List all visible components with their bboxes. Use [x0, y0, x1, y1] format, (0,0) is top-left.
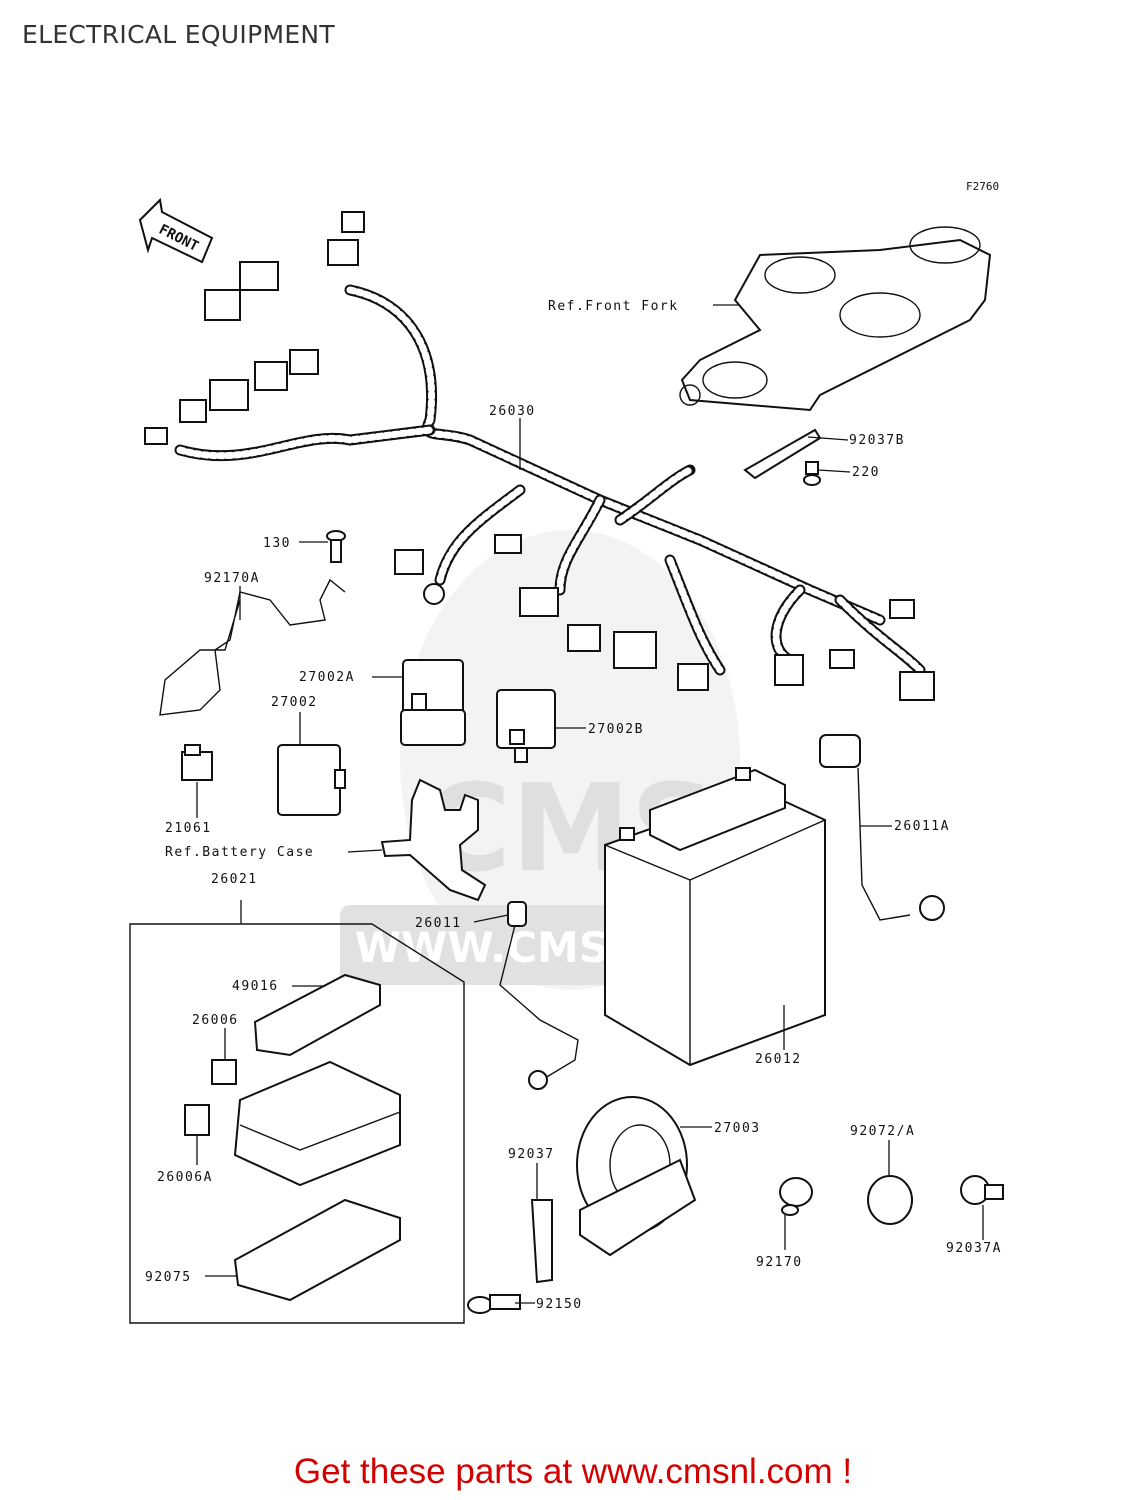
- part-92075-cover: [233, 1198, 401, 1302]
- label-92170A: 92170A: [204, 571, 260, 586]
- label-92037A: 92037A: [946, 1241, 1002, 1256]
- label-26030: 26030: [489, 404, 536, 419]
- front-direction-arrow: FRONT: [138, 197, 214, 264]
- label-26011: 26011: [415, 916, 462, 931]
- main-wiring-harness: [144, 211, 935, 701]
- figure-code: F2760: [966, 180, 1000, 193]
- label-92037B: 92037B: [849, 433, 905, 448]
- label-26021: 26021: [211, 872, 258, 887]
- label-27002: 27002: [271, 695, 318, 710]
- label-ref-battery-case: Ref.Battery Case: [165, 845, 314, 860]
- get-parts-link[interactable]: Get these parts at www.cmsnl.com !: [293, 1452, 853, 1491]
- part-26011A-battery-cable: [819, 734, 945, 921]
- label-92150: 92150: [536, 1297, 583, 1312]
- part-49016-cover: [253, 973, 381, 1057]
- label-27002A: 27002A: [299, 670, 355, 685]
- fuse-box-body: [233, 1060, 401, 1187]
- part-92150-bolt: [467, 1294, 521, 1314]
- label-92170: 92170: [756, 1255, 803, 1270]
- label-49016: 49016: [232, 979, 279, 994]
- battery-case-bracket: [380, 778, 487, 902]
- label-26006: 26006: [192, 1013, 239, 1028]
- part-92170A-wire-bracket: [159, 578, 346, 716]
- label-27003: 27003: [714, 1121, 761, 1136]
- part-26012-battery: [604, 767, 826, 1067]
- label-26006A: 26006A: [157, 1170, 213, 1185]
- leader-lines: [196, 304, 984, 1304]
- label-ref-front-fork: Ref.Front Fork: [548, 299, 679, 314]
- label-27002B: 27002B: [588, 722, 644, 737]
- page-title: ELECTRICAL EQUIPMENT: [22, 20, 335, 49]
- part-92072A-band: [867, 1175, 913, 1225]
- label-26012: 26012: [755, 1052, 802, 1067]
- label-130: 130: [263, 536, 291, 551]
- part-26006A-fuse: [184, 1104, 210, 1136]
- label-92072A: 92072/A: [850, 1124, 915, 1139]
- part-92170-clamp: [779, 1177, 813, 1216]
- part-21061-diode: [181, 744, 213, 781]
- part-92037-strap: [530, 1199, 553, 1284]
- part-27002B-relay: [496, 689, 556, 763]
- part-220-screw: [803, 461, 821, 486]
- label-220: 220: [852, 465, 880, 480]
- part-27002-relay: [277, 744, 346, 816]
- label-21061: 21061: [165, 821, 212, 836]
- part-26011-battery-cable: [499, 901, 579, 1090]
- fuse-box-group-outline: [129, 923, 465, 1324]
- part-92037A-clamp: [960, 1175, 1004, 1205]
- part-26006-fuse: [211, 1059, 237, 1085]
- label-26011A: 26011A: [894, 819, 950, 834]
- part-27003-horn: [576, 1096, 697, 1257]
- part-130-bolt: [326, 530, 346, 563]
- front-fork-top-bracket: [679, 226, 992, 412]
- label-92075: 92075: [145, 1270, 192, 1285]
- label-92037: 92037: [508, 1147, 555, 1162]
- part-27002A-relay: [400, 659, 466, 746]
